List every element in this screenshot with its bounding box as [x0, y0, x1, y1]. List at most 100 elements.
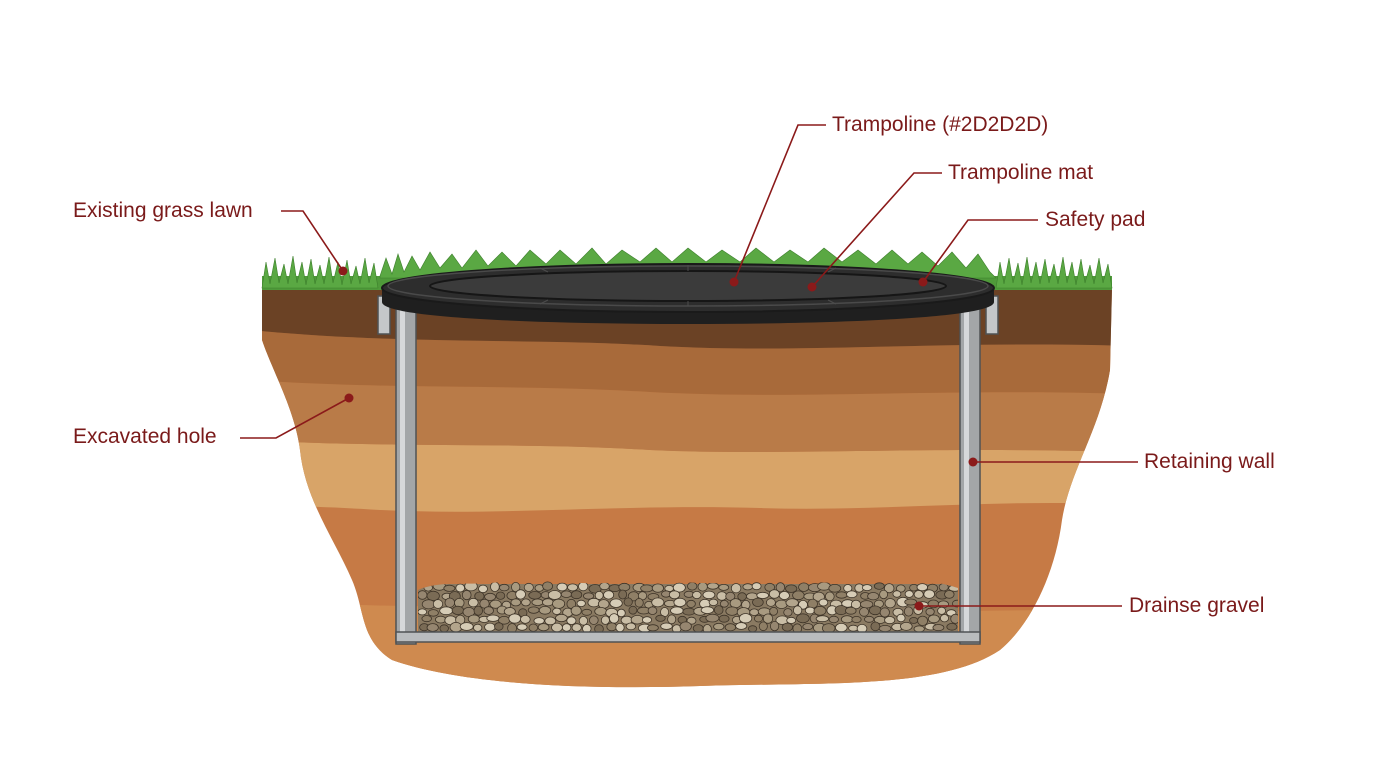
gravel-stone	[538, 605, 552, 615]
gravel-stone	[848, 624, 859, 632]
gravel-stone	[566, 616, 577, 625]
pad-seam-1	[539, 267, 549, 273]
retaining-wall-frame	[377, 295, 999, 645]
soil-mid-layer	[262, 380, 1112, 452]
gravel-stone	[725, 591, 736, 601]
gravel-stone	[582, 592, 595, 600]
gravel-stone	[651, 597, 665, 608]
gravel-stone	[647, 624, 659, 632]
gravel-stone	[578, 581, 589, 592]
gravel-stone	[719, 599, 729, 608]
gravel-stone	[764, 582, 775, 592]
gravel-stone	[552, 598, 566, 609]
gravel-stone	[725, 606, 739, 616]
gravel-stone	[713, 605, 724, 615]
gravel-stone	[798, 582, 810, 592]
gravel-stone	[594, 624, 604, 632]
gravel-stone	[884, 598, 896, 609]
gravel-stone	[758, 621, 768, 632]
gravel-stone	[859, 607, 870, 617]
gravel-stone	[846, 590, 858, 599]
gravel-stone	[687, 581, 698, 591]
gravel-stone	[439, 624, 449, 632]
gravel-stone	[909, 617, 919, 624]
leader-lines	[240, 124, 1138, 607]
gravel-stone	[560, 590, 573, 598]
gravel-stone	[642, 616, 653, 624]
gravel-stone	[686, 599, 696, 608]
gravel-stone	[459, 622, 474, 631]
gravel-stone	[738, 613, 753, 624]
dot-excavated-hole	[344, 393, 354, 403]
gravel-stone	[851, 616, 862, 624]
gravel-stone	[544, 616, 557, 626]
dot-trampoline-mat	[807, 282, 817, 292]
label-excavated-hole: Excavated hole	[73, 425, 217, 448]
gravel-stone	[700, 606, 715, 614]
gravel-stone	[679, 621, 692, 632]
gravel-stone	[578, 615, 589, 626]
gravel-stone	[537, 623, 550, 632]
gravel-stone	[822, 623, 836, 632]
gravel-stone	[576, 599, 586, 608]
gravel-stone	[426, 623, 439, 632]
gravel-stone	[778, 591, 790, 600]
gravel-stone	[884, 583, 895, 594]
gravel-stone	[531, 598, 544, 606]
gravel-stone	[878, 625, 892, 632]
gravel-stone	[418, 608, 428, 616]
leader-trampoline-mat	[811, 172, 942, 288]
gravel-stone	[606, 622, 617, 632]
gravel-stone	[785, 584, 798, 593]
gravel-stone	[435, 615, 447, 624]
gravel-stone	[523, 582, 534, 592]
dot-drainage-gravel	[914, 601, 924, 611]
gravel-stone	[692, 624, 704, 632]
gravel-stone	[571, 623, 582, 632]
gravel-stone	[609, 598, 623, 608]
gravel-stone	[439, 606, 454, 616]
gravel-stone	[706, 582, 719, 590]
gravel-stone	[473, 623, 483, 632]
gravel-stone	[630, 615, 645, 625]
gravel-stone	[747, 625, 758, 632]
gravel-stone	[786, 616, 797, 624]
gravel-stone	[879, 589, 888, 600]
gravel-stone	[716, 591, 728, 601]
gravel-stone	[913, 625, 925, 632]
gravel-stone	[615, 622, 625, 632]
gravel-stone	[917, 615, 928, 626]
wall-post-right-highlight	[964, 310, 969, 642]
gravel-stone	[824, 591, 835, 602]
gravel-stone	[511, 581, 521, 593]
gravel-stone	[443, 584, 456, 592]
gravel-stone	[769, 606, 778, 616]
gravel-stone	[556, 582, 568, 592]
gravel-stone	[467, 614, 481, 624]
gravel-stone	[608, 613, 620, 624]
pad-seam-6	[827, 299, 837, 305]
gravel-stone	[528, 623, 539, 632]
gravel-stone	[752, 597, 764, 607]
gravel-stone	[647, 606, 658, 615]
wall-base-rail	[395, 631, 981, 643]
gravel-stone	[473, 605, 484, 616]
gravel-stone	[802, 623, 814, 631]
gravel-stone	[724, 623, 737, 632]
gravel-stone	[896, 613, 906, 623]
label-drainage-gravel: Drainse gravel	[1129, 594, 1265, 617]
leader-grass-lawn	[281, 210, 344, 272]
gravel-stone	[432, 599, 444, 609]
gravel-stone	[751, 582, 762, 591]
gravel-stone	[516, 623, 528, 631]
gravel-stone	[484, 622, 496, 632]
gravel-stone	[692, 591, 702, 600]
gravel-stone	[792, 623, 803, 632]
grass-blades-left	[261, 255, 379, 289]
gravel-stone	[628, 605, 638, 615]
gravel-stone	[762, 613, 774, 624]
gravel-stone	[946, 622, 958, 631]
dot-grass-lawn	[338, 266, 348, 276]
gravel-stone	[421, 615, 432, 623]
gravel-stone	[718, 584, 730, 591]
